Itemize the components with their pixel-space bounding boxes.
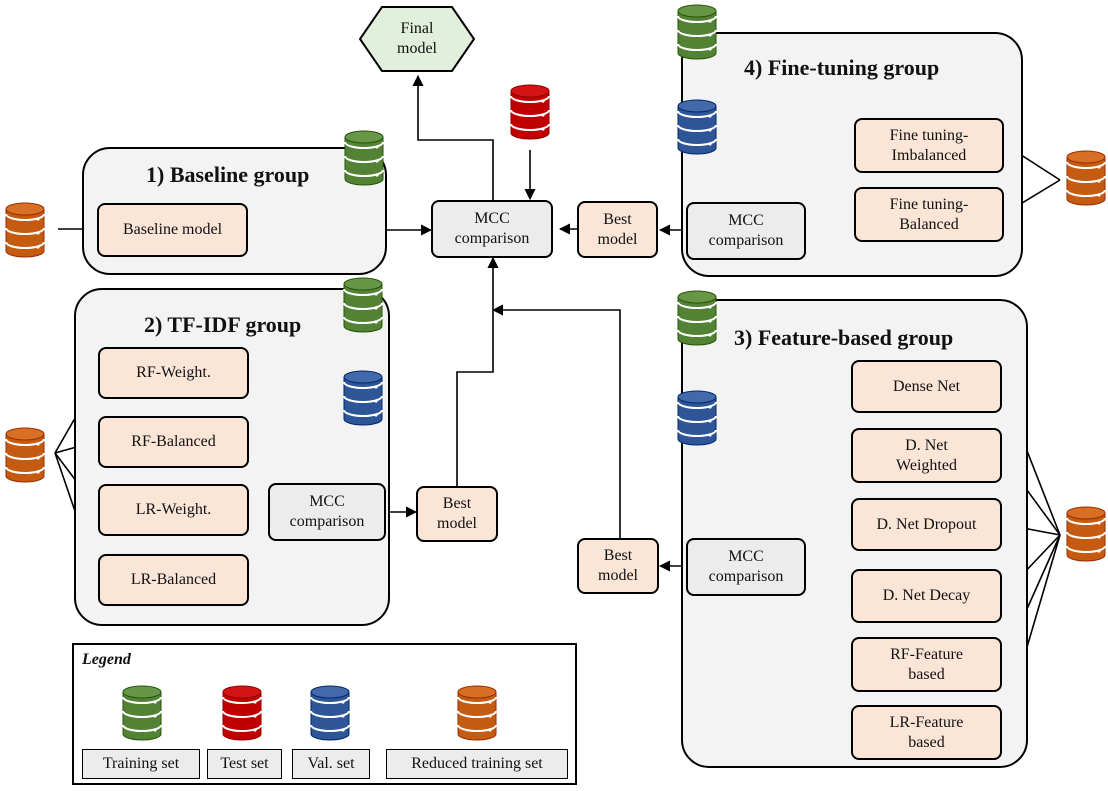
legend-label-val-set: Val. set: [292, 749, 370, 779]
test-set-icon: [510, 84, 550, 145]
rf-weight-model: RF-Weight.: [98, 347, 249, 399]
legend-title: Legend: [82, 651, 131, 668]
legend-training-set-icon: [122, 685, 162, 746]
rf-balanced-model: RF-Balanced: [98, 416, 249, 468]
legend-label-test-set: Test set: [207, 749, 282, 779]
legend-test-set-icon: [222, 685, 262, 746]
training-set-icon: [343, 277, 383, 338]
tfidf-mcc-comparison: MCC comparison: [268, 483, 386, 541]
validation-set-icon: [677, 390, 717, 451]
dnet-dropout-model: D. Net Dropout: [851, 498, 1002, 551]
dnet-decay-model: D. Net Decay: [851, 569, 1002, 623]
reduced-training-set-icon: [1066, 150, 1106, 211]
legend-reduced-training-set-icon: [457, 685, 497, 746]
dense-net-model: Dense Net: [851, 360, 1002, 413]
reduced-training-set-icon: [5, 202, 45, 263]
fine-tuning-balanced: Fine tuning- Balanced: [854, 187, 1004, 242]
finetuning-group-title: 4) Fine-tuning group: [744, 55, 940, 80]
dnet-weighted-model: D. Net Weighted: [851, 428, 1002, 483]
best-model-tfidf: Best model: [416, 486, 498, 542]
training-set-icon: [344, 130, 384, 191]
feature-based-group-title: 3) Feature-based group: [734, 325, 954, 350]
lr-balanced-model: LR-Balanced: [98, 554, 249, 606]
training-set-icon: [677, 4, 717, 65]
legend-box: Legend Training set Test set Val. set Re…: [72, 643, 577, 785]
reduced-training-set-icon: [5, 427, 45, 488]
finetuning-mcc-comparison: MCC comparison: [686, 202, 806, 260]
validation-set-icon: [343, 370, 383, 431]
legend-label-training-set: Training set: [82, 749, 200, 779]
fine-tuning-imbalanced: Fine tuning- Imbalanced: [854, 118, 1004, 173]
legend-label-reduced-training-set: Reduced training set: [386, 749, 568, 779]
best-model-feature-based: Best model: [577, 538, 659, 594]
lr-weight-model: LR-Weight.: [98, 484, 249, 536]
rf-feature-based-model: RF-Feature based: [851, 637, 1002, 692]
best-model-finetuning: Best model: [577, 201, 658, 258]
validation-set-icon: [677, 99, 717, 160]
reduced-training-set-icon: [1066, 506, 1106, 567]
final-model-hexagon: Final model: [358, 5, 476, 73]
final-model-label: Final model: [397, 20, 437, 57]
legend-validation-set-icon: [310, 685, 350, 746]
training-set-icon: [677, 290, 717, 351]
lr-feature-based-model: LR-Feature based: [851, 705, 1002, 760]
baseline-model: Baseline model: [97, 203, 248, 257]
tfidf-group-title: 2) TF-IDF group: [144, 312, 302, 337]
feature-mcc-comparison: MCC comparison: [686, 538, 806, 596]
central-mcc-comparison: MCC comparison: [431, 200, 553, 258]
baseline-group-title: 1) Baseline group: [146, 162, 310, 187]
